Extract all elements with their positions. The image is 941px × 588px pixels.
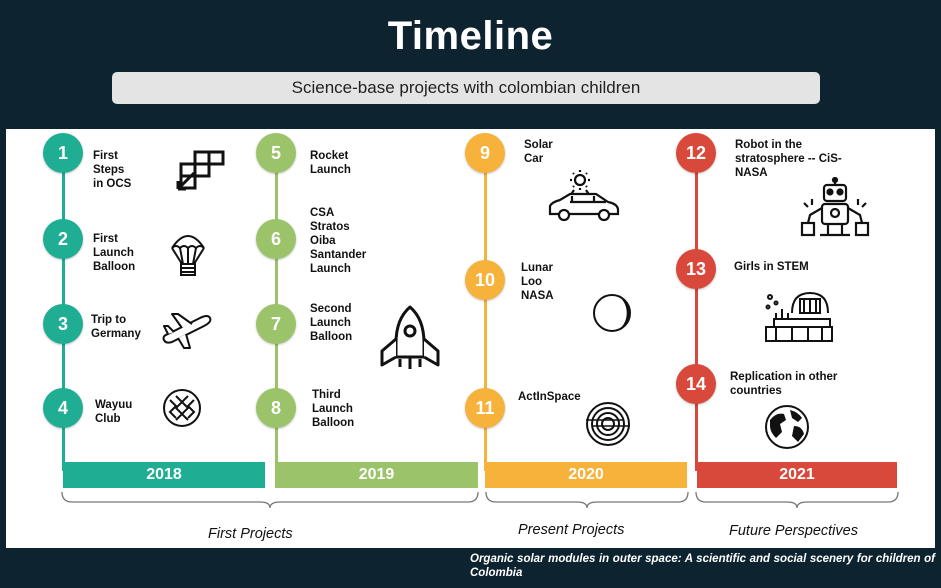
target-icon — [586, 402, 630, 446]
milestone-label-14: Replication in other countries — [730, 371, 838, 397]
laboratory-icon — [765, 291, 833, 342]
page-title: Timeline — [387, 14, 554, 58]
timeline-line-2021 — [695, 151, 698, 471]
milestone-node-11: 11 — [465, 388, 505, 428]
milestone-node-14: 14 — [676, 364, 716, 404]
timeline-line-2020 — [484, 151, 487, 471]
robot-icon — [800, 177, 870, 237]
milestone-node-8: 8 — [256, 388, 296, 428]
milestone-label-10: Lunar Loo NASA — [521, 262, 554, 302]
milestone-label-11: ActInSpace — [518, 391, 581, 403]
subtitle-bar: Science-base projects with colombian chi… — [112, 72, 820, 104]
moon-icon — [593, 294, 631, 332]
brace-future-perspectives — [695, 491, 899, 509]
milestone-node-5: 5 — [256, 133, 296, 173]
year-bar-2021: 2021 — [697, 462, 897, 488]
figure-caption: Organic solar modules in outer space: A … — [470, 553, 935, 579]
milestone-label-12: Robot in the stratosphere -- CiS- NASA — [735, 139, 842, 179]
group-label-present-projects: Present Projects — [518, 522, 625, 538]
milestone-label-7: Second Launch Balloon — [310, 303, 353, 343]
globe-icon — [765, 405, 809, 449]
milestone-node-7: 7 — [256, 304, 296, 344]
brace-present-projects — [485, 491, 689, 509]
milestone-label-1: First Steps in OCS — [93, 150, 132, 190]
milestone-node-3: 3 — [43, 304, 83, 344]
milestone-label-2: First Launch Balloon — [93, 233, 136, 273]
milestone-node-1: 1 — [43, 133, 83, 173]
milestone-label-8: Third Launch Balloon — [312, 389, 355, 429]
year-bar-2020: 2020 — [485, 462, 687, 488]
first-steps-icon — [176, 150, 225, 191]
brace-first-projects — [61, 491, 479, 509]
year-bar-2019: 2019 — [275, 462, 478, 488]
milestone-node-4: 4 — [43, 388, 83, 428]
milestone-label-4: Wayuu Club — [95, 399, 133, 425]
solar-car-icon — [548, 170, 620, 222]
milestone-label-5: Rocket Launch — [310, 150, 351, 176]
parachute-icon — [171, 235, 205, 276]
milestone-label-13: Girls in STEM — [734, 261, 809, 273]
group-label-first-projects: First Projects — [208, 526, 293, 542]
milestone-node-6: 6 — [256, 219, 296, 259]
airplane-icon — [162, 313, 212, 349]
group-label-future-perspectives: Future Perspectives — [729, 523, 858, 539]
milestone-node-12: 12 — [676, 133, 716, 173]
milestone-label-6: CSA Stratos Oiba Santander Launch — [310, 207, 367, 275]
milestone-label-3: Trip to Germany — [91, 314, 141, 340]
milestone-node-13: 13 — [676, 249, 716, 289]
year-bar-2018: 2018 — [63, 462, 265, 488]
milestone-node-9: 9 — [465, 133, 505, 173]
wayuu-pattern-icon — [163, 389, 201, 427]
milestone-node-2: 2 — [43, 219, 83, 259]
rocket-icon — [380, 305, 440, 369]
milestone-label-9: Solar Car — [524, 139, 553, 165]
milestone-node-10: 10 — [465, 260, 505, 300]
